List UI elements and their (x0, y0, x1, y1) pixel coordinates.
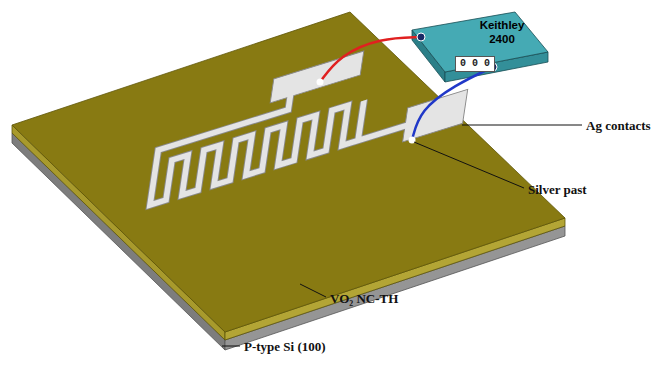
node-label: Keithley 2400 (470, 12, 534, 46)
part-label: Ag contacts (586, 118, 651, 133)
meander-fill (150, 55, 419, 205)
paste-dot (317, 79, 324, 86)
leader-line (222, 346, 240, 347)
layer-label: VO₂ NC-TH (330, 291, 398, 306)
meter-top-face (412, 12, 548, 72)
meter-display: 0 0 0 (455, 56, 495, 72)
terminal (417, 33, 425, 41)
meter-box: Keithley 2400 0 0 0 (440, 12, 550, 78)
blue-wire (412, 67, 493, 140)
layer-label: P-type Si (100) (244, 339, 326, 354)
red-wire (320, 37, 421, 82)
node-label: 0 0 0 (460, 58, 490, 70)
leader-line (414, 142, 524, 188)
leader-line (462, 125, 582, 126)
ag-contact-pad (270, 51, 364, 103)
vo2-film-top (12, 12, 565, 332)
leader-line (300, 284, 326, 297)
part-label: Silver past (528, 182, 587, 197)
